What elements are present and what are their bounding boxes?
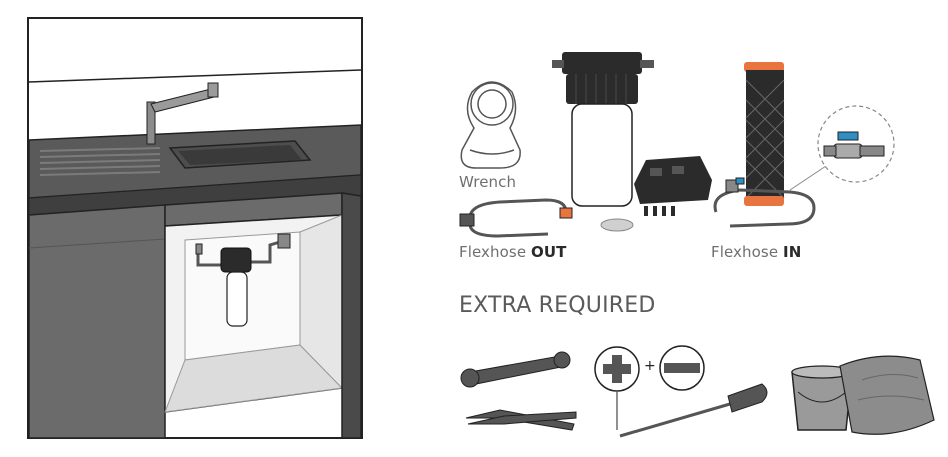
flexhose-in-label: Flexhose IN (711, 243, 801, 261)
flexhose-in (713, 177, 816, 228)
phillips-bit (594, 346, 640, 392)
flexhose-out-prefix: Flexhose (459, 243, 532, 261)
open-end-spanner (460, 351, 571, 388)
flexhose-out (459, 198, 573, 238)
wrench-tool (460, 81, 521, 169)
filter-housing (552, 52, 654, 207)
installed-filter-icon (195, 233, 291, 327)
wrench-label: Wrench (459, 173, 517, 191)
extra-required-heading: EXTRA REQUIRED (459, 293, 656, 318)
ball-valve-zoom (789, 105, 895, 191)
plus-sign: + (644, 358, 656, 374)
flexhose-out-suffix: OUT (531, 243, 567, 261)
carbon-cartridge (744, 62, 785, 206)
bucket (791, 365, 853, 431)
installation-scene (27, 17, 363, 439)
flexhose-in-prefix: Flexhose (711, 243, 784, 261)
screws (644, 206, 675, 216)
wall-bracket (634, 156, 712, 204)
cloth (839, 355, 935, 435)
cap-disc (600, 218, 634, 232)
screwdriver (619, 383, 768, 438)
water-pump-pliers (465, 409, 577, 431)
flat-bit (659, 345, 705, 391)
faucet-icon (146, 82, 219, 145)
flexhose-out-label: Flexhose OUT (459, 243, 567, 261)
flexhose-in-suffix: IN (783, 243, 802, 261)
